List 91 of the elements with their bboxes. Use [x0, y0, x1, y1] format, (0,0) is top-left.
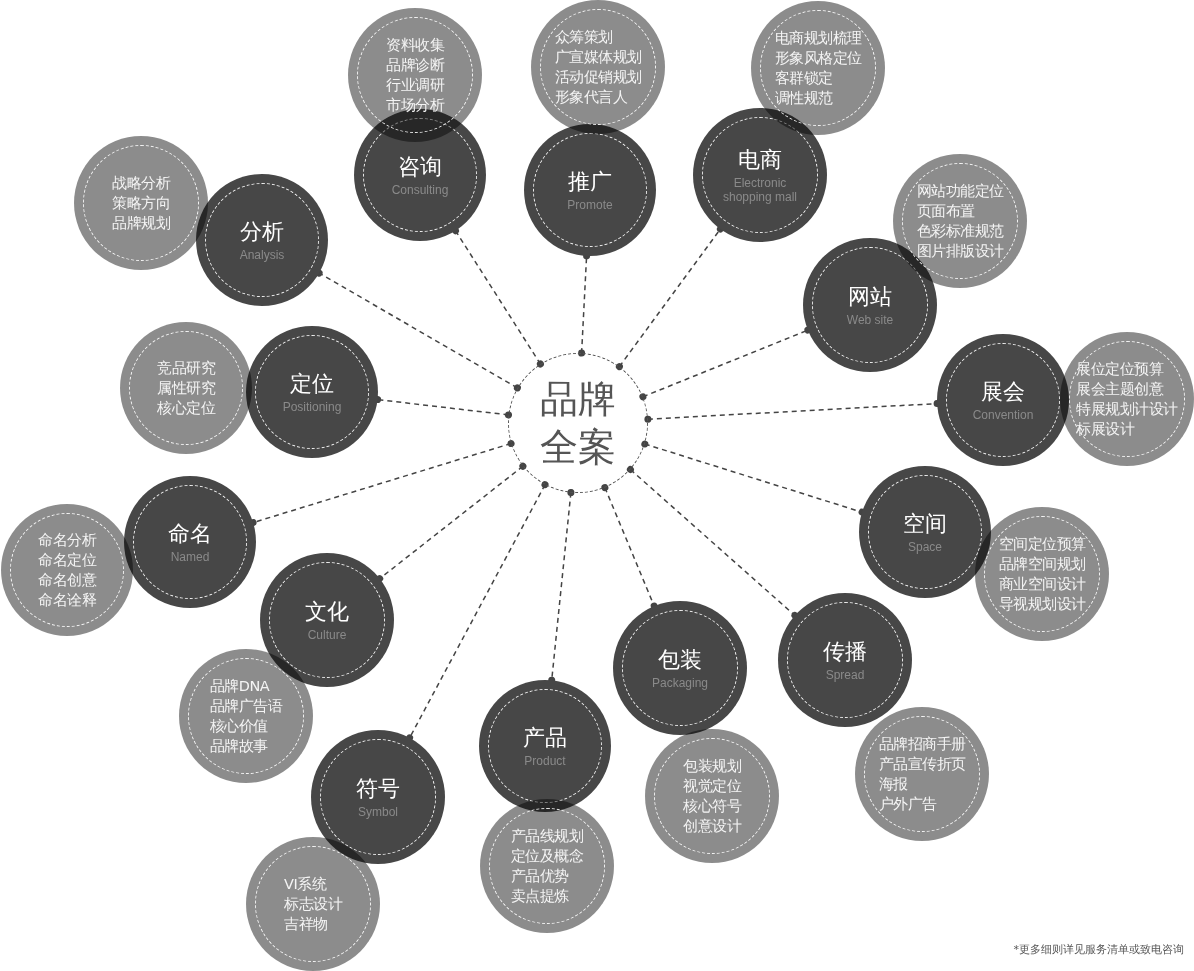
circle-subtitle: Promote — [567, 197, 613, 212]
list-item: 吉祥物 — [284, 915, 328, 934]
list-item: 命名分析 — [38, 531, 96, 550]
list-item: 商业空间设计 — [998, 575, 1086, 594]
list-item: 品牌DNA — [209, 677, 270, 696]
circle-title: 电商 — [738, 146, 782, 173]
dotted-connector — [615, 225, 724, 371]
list-item: 图片排版设计 — [916, 242, 1004, 261]
circle-subtitle: Symbol — [358, 804, 398, 819]
circle-title: 命名 — [168, 520, 212, 547]
list-item: 核心定位 — [157, 399, 215, 418]
dotted-connector — [601, 484, 658, 610]
circle-subtitle: Electronic shopping mall — [721, 175, 798, 204]
list-item: 战略分析 — [112, 174, 170, 193]
list-item: 命名诠释 — [38, 591, 96, 610]
circle-title: 网站 — [848, 283, 892, 310]
list-item: 调性规范 — [774, 89, 833, 108]
list-item: 展会主题创意 — [1076, 380, 1164, 399]
footnote: *更多细则详见服务清单或致电咨询 — [1013, 942, 1184, 957]
list-item: 品牌诊断 — [386, 56, 444, 75]
circle-subtitle: Packaging — [651, 675, 708, 690]
list-item: 页面布置 — [916, 202, 975, 221]
circle-subtitle: Named — [170, 549, 210, 564]
list-item: 品牌故事 — [209, 737, 268, 756]
list-item: 众筹策划 — [554, 28, 613, 47]
list-item: 客群锁定 — [774, 69, 833, 88]
list-item: 命名定位 — [38, 551, 96, 570]
dotted-connector — [376, 462, 527, 583]
list-item: 产品宣传折页 — [878, 755, 966, 774]
list-item: 活动促销规划 — [554, 68, 642, 87]
list-item: 产品优势 — [510, 867, 569, 886]
list-item: 广宣媒体规划 — [554, 48, 642, 67]
list-item: 色彩标准规范 — [916, 222, 1004, 241]
list-item: VI系统 — [284, 875, 327, 894]
list-item: 形象风格定位 — [774, 49, 862, 68]
dotted-connector — [315, 269, 521, 392]
list-item: 竞品研究 — [157, 359, 215, 378]
list-item: 卖点提炼 — [510, 887, 569, 906]
list-item: 空间定位预算 — [998, 535, 1086, 554]
circle-subtitle: Convention — [972, 407, 1034, 422]
circle-title: 空间 — [903, 510, 947, 537]
circle-title: 定位 — [290, 370, 334, 397]
list-item: 网站功能定位 — [916, 182, 1004, 201]
list-item: 标志设计 — [284, 895, 342, 914]
list-item: 户外广告 — [878, 795, 937, 814]
list-item: 特展规划计设计 — [1076, 400, 1178, 419]
hub-title: 品牌全案 — [539, 376, 617, 471]
list-item: 形象代言人 — [554, 88, 627, 107]
circle-subtitle: Product — [524, 753, 566, 768]
circle-title: 推广 — [568, 168, 612, 195]
dotted-connector — [452, 227, 544, 368]
dotted-connector — [639, 326, 812, 401]
list-item: 产品线规划 — [510, 827, 584, 846]
list-item: 电商规划梳理 — [774, 29, 862, 48]
dotted-connector — [626, 466, 799, 619]
circle-subtitle: Positioning — [282, 399, 342, 414]
list-item: 命名创意 — [38, 571, 96, 590]
circle-subtitle: Space — [908, 539, 942, 554]
circle-title: 分析 — [240, 218, 284, 245]
dotted-connector — [406, 481, 549, 742]
list-item: 视觉定位 — [683, 777, 741, 796]
circle-subtitle: Analysis — [239, 247, 285, 262]
circle-title: 产品 — [523, 724, 567, 751]
list-item: 核心符号 — [683, 797, 741, 816]
list-item: 包装规划 — [683, 757, 741, 776]
list-item: 品牌招商手册 — [878, 735, 966, 754]
circle-title: 传播 — [823, 638, 867, 665]
list-item: 展位定位预算 — [1076, 360, 1164, 379]
list-item: 标展设计 — [1076, 420, 1135, 439]
list-item: 海报 — [878, 775, 908, 794]
list-item: 策略方向 — [112, 194, 170, 213]
circle-title: 文化 — [305, 598, 349, 625]
list-item: 品牌规划 — [112, 214, 170, 233]
list-item: 导视规划设计 — [998, 595, 1086, 614]
circle-subtitle: Web site — [846, 312, 894, 327]
list-item: 定位及概念 — [510, 847, 584, 866]
list-item: 核心价值 — [209, 717, 268, 736]
circle-subtitle: Spread — [825, 667, 865, 682]
list-item: 创意设计 — [683, 817, 741, 836]
list-item: 属性研究 — [157, 379, 215, 398]
list-item: 资料收集 — [386, 36, 444, 55]
circle-title: 符号 — [356, 775, 400, 802]
circle-title: 包装 — [658, 646, 702, 673]
circle-title: 咨询 — [398, 153, 442, 180]
circle-subtitle: Consulting — [391, 182, 449, 197]
list-item: 品牌空间规划 — [998, 555, 1086, 574]
list-item: 市场分析 — [386, 96, 444, 115]
circle-subtitle: Culture — [307, 627, 347, 642]
list-item: 行业调研 — [386, 76, 444, 95]
circle-title: 展会 — [981, 378, 1025, 405]
list-item: 品牌广告语 — [209, 697, 283, 716]
